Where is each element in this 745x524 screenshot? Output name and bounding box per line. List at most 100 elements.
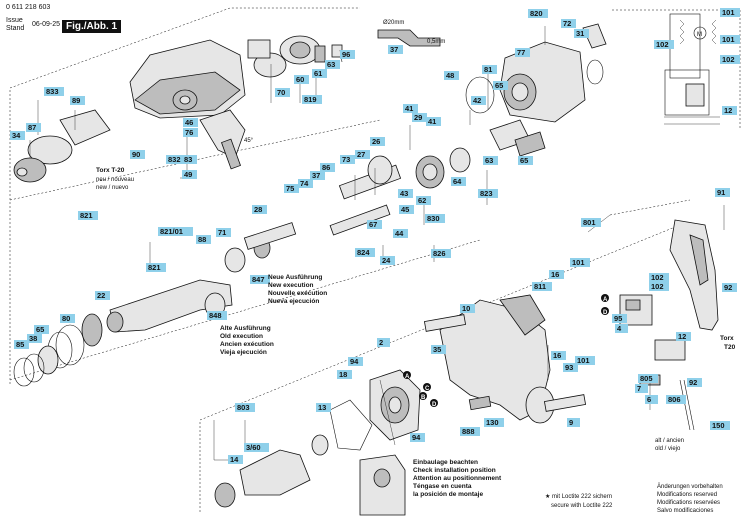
marker-d: D: [432, 402, 437, 408]
wiring-diagram: M: [664, 13, 720, 125]
part-tag-p821: 821: [78, 211, 98, 220]
part-number: 811: [534, 282, 546, 291]
part-tag-p150: 150: [710, 421, 730, 430]
part-number: 826: [433, 249, 446, 258]
part-number: 12: [724, 106, 732, 115]
part-number: 41: [428, 117, 436, 126]
part-number: 824: [357, 248, 370, 257]
part-number: 7: [637, 384, 641, 393]
stand-label: Stand: [6, 25, 25, 32]
part-tag-p28: 28: [252, 205, 267, 214]
part-tag-box: [570, 258, 590, 267]
changes-es: Salvo modificaciones: [657, 508, 713, 514]
part-tag-box: [532, 282, 552, 291]
part-tag-p43: 43: [398, 189, 413, 198]
part-tag-p31: 31: [574, 29, 589, 38]
part-tag-box: [95, 291, 110, 300]
part-tag-box: [635, 384, 648, 393]
part-tag-p65b: 65: [518, 156, 533, 165]
hammer-housing-drawing: [13, 39, 246, 183]
part-tag-box: [398, 189, 413, 198]
part-tag-box: [399, 205, 414, 214]
part-tag-p27: 27: [355, 150, 370, 159]
install-position-drawing: [359, 454, 406, 516]
part-tag-p806: 806: [666, 395, 686, 404]
part-tag-p16a: 16: [549, 270, 564, 279]
part-tag-box: [78, 211, 98, 220]
spring-rings-drawing: [13, 313, 103, 387]
part-tag-p90: 90: [130, 150, 145, 159]
part-tag-box: [431, 249, 451, 258]
part-tag-p46: 46: [183, 118, 198, 127]
part-tag-box: [244, 443, 269, 452]
part-number: 821/01: [160, 227, 183, 236]
part-number: 72: [563, 19, 571, 28]
part-tag-box: [676, 332, 691, 341]
part-tag-box: [312, 69, 327, 78]
part-tag-p89: 89: [70, 96, 85, 105]
part-tag-p65c: 65: [34, 325, 49, 334]
part-tag-box: [166, 155, 186, 164]
part-tag-box: [720, 35, 740, 44]
part-tag-box: [515, 48, 530, 57]
handle-drawing: [669, 219, 719, 331]
part-tag-box: [460, 427, 480, 436]
part-tag-box: [320, 163, 335, 172]
part-tag-p63b: 63: [483, 156, 498, 165]
part-tag-box: [158, 227, 193, 236]
part-tag-box: [425, 214, 445, 223]
part-number: 76: [185, 128, 193, 137]
part-tag-box: [27, 334, 42, 343]
diameter-dim: Ø20mm: [383, 20, 404, 26]
changes-en: Modifications reserved: [657, 492, 717, 498]
part-number: 34: [12, 131, 21, 140]
part-tag-box: [26, 123, 41, 132]
part-number: 13: [318, 403, 326, 412]
part-tag-p34: 34: [10, 131, 25, 140]
part-tag-box: [337, 370, 352, 379]
part-tag-box: [451, 177, 466, 186]
part-number: 74: [300, 179, 309, 188]
panel-divider-2: [9, 239, 481, 381]
part-tag-p4: 4: [615, 324, 628, 333]
part-tag-p95: 95: [612, 314, 627, 323]
part-tag-p888: 888: [460, 427, 480, 436]
part-tag-p37b: 37: [310, 171, 325, 180]
part-tag-p823: 823: [478, 189, 498, 198]
part-tag-p12a: 12: [722, 106, 737, 115]
part-number: 35: [433, 345, 441, 354]
part-number: 22: [97, 291, 105, 300]
lock-slider-drawing: [199, 109, 246, 170]
part-tag-box: [183, 118, 198, 127]
part-number: 94: [412, 433, 421, 442]
loctite-de: ★ mit Loctite 222 sichern: [545, 493, 612, 500]
part-number: 821: [80, 211, 93, 220]
part-tag-p83: 83: [182, 155, 197, 164]
part-number: 806: [668, 395, 681, 404]
part-tag-box: [471, 96, 486, 105]
part-tag-p833: 833: [44, 87, 64, 96]
part-tag-box: [302, 95, 322, 104]
part-tag-p41a: 41: [403, 104, 418, 113]
part-tag-box: [574, 29, 589, 38]
marker-d-switch: D: [603, 310, 608, 316]
part-number: 18: [339, 370, 347, 379]
part-tag-box: [44, 87, 64, 96]
part-tag-box: [388, 45, 403, 54]
part-tag-box: [549, 270, 564, 279]
part-number: 6: [647, 395, 651, 404]
part-number: 63: [485, 156, 493, 165]
part-tag-box: [575, 356, 595, 365]
part-tag-p801: 801: [581, 218, 601, 227]
figure-label: Fig./Abb. 1: [62, 20, 122, 33]
gearbox-housing-drawing: [465, 23, 607, 123]
part-tag-p824: 824: [355, 248, 375, 257]
part-number: 70: [277, 88, 285, 97]
part-tag-p61: 61: [312, 69, 327, 78]
old-exec-es: Vieja ejecución: [220, 349, 267, 356]
part-number: 819: [304, 95, 317, 104]
part-tag-box: [207, 311, 227, 320]
part-tag-box: [370, 137, 385, 146]
part-tag-box: [649, 282, 669, 291]
part-tag-p13: 13: [316, 403, 331, 412]
